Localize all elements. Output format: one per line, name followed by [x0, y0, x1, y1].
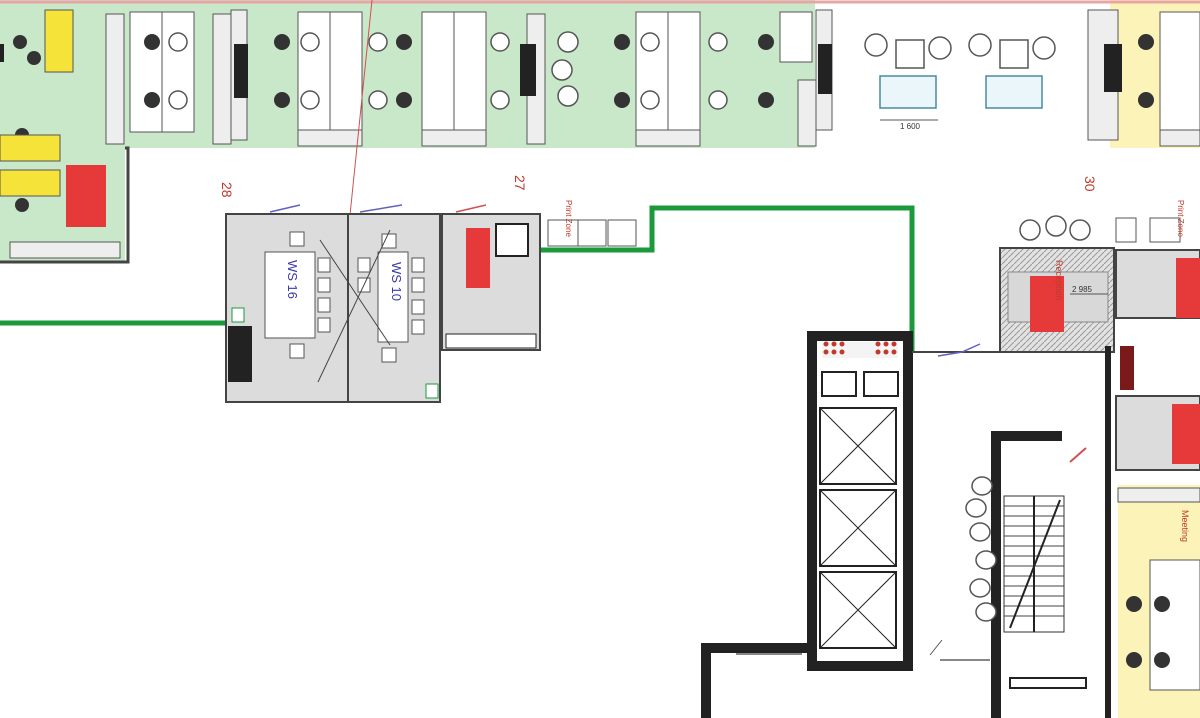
print-zone-label: Print Zone — [564, 200, 573, 237]
print-zone-left — [547, 219, 637, 247]
meeting-room-ws16 — [225, 213, 349, 403]
storage-cabinets — [105, 9, 1200, 147]
zone-label-28: 28 — [219, 182, 235, 198]
staircase — [991, 431, 1087, 718]
fixtures — [823, 341, 897, 355]
tv-panels — [0, 44, 1122, 98]
room-label-meeting: Meeting — [1180, 510, 1190, 542]
room-label-ws10: WS 10 — [389, 262, 404, 301]
chairs-reception — [1019, 215, 1091, 241]
desk-cluster — [129, 11, 1200, 133]
dimension-label: 2 985 — [1072, 285, 1093, 294]
print-zone-label: Print Zone — [1176, 200, 1185, 237]
zone-label-30: 30 — [1082, 176, 1098, 192]
yellow-desks — [0, 9, 74, 197]
room-27 — [441, 204, 541, 351]
room-right-1 — [1115, 249, 1200, 319]
meeting-room-ws10 — [317, 213, 441, 403]
green-route-upper — [540, 205, 915, 352]
print-zone-right — [1115, 217, 1181, 243]
room-reception — [999, 247, 1115, 353]
lounge — [864, 33, 1056, 109]
room-right-2 — [1115, 395, 1200, 471]
dimension-label: 1 600 — [900, 122, 921, 131]
desk-cluster-bottom-right — [1117, 487, 1200, 691]
chairs-waiting — [965, 476, 997, 622]
room-label-reception: Reception — [1054, 260, 1064, 301]
elevator-core — [807, 331, 913, 671]
zone-label-27: 27 — [512, 175, 528, 191]
chairs-outline — [168, 31, 728, 110]
room-label-ws16: WS 16 — [285, 260, 300, 299]
red-block — [66, 165, 106, 227]
